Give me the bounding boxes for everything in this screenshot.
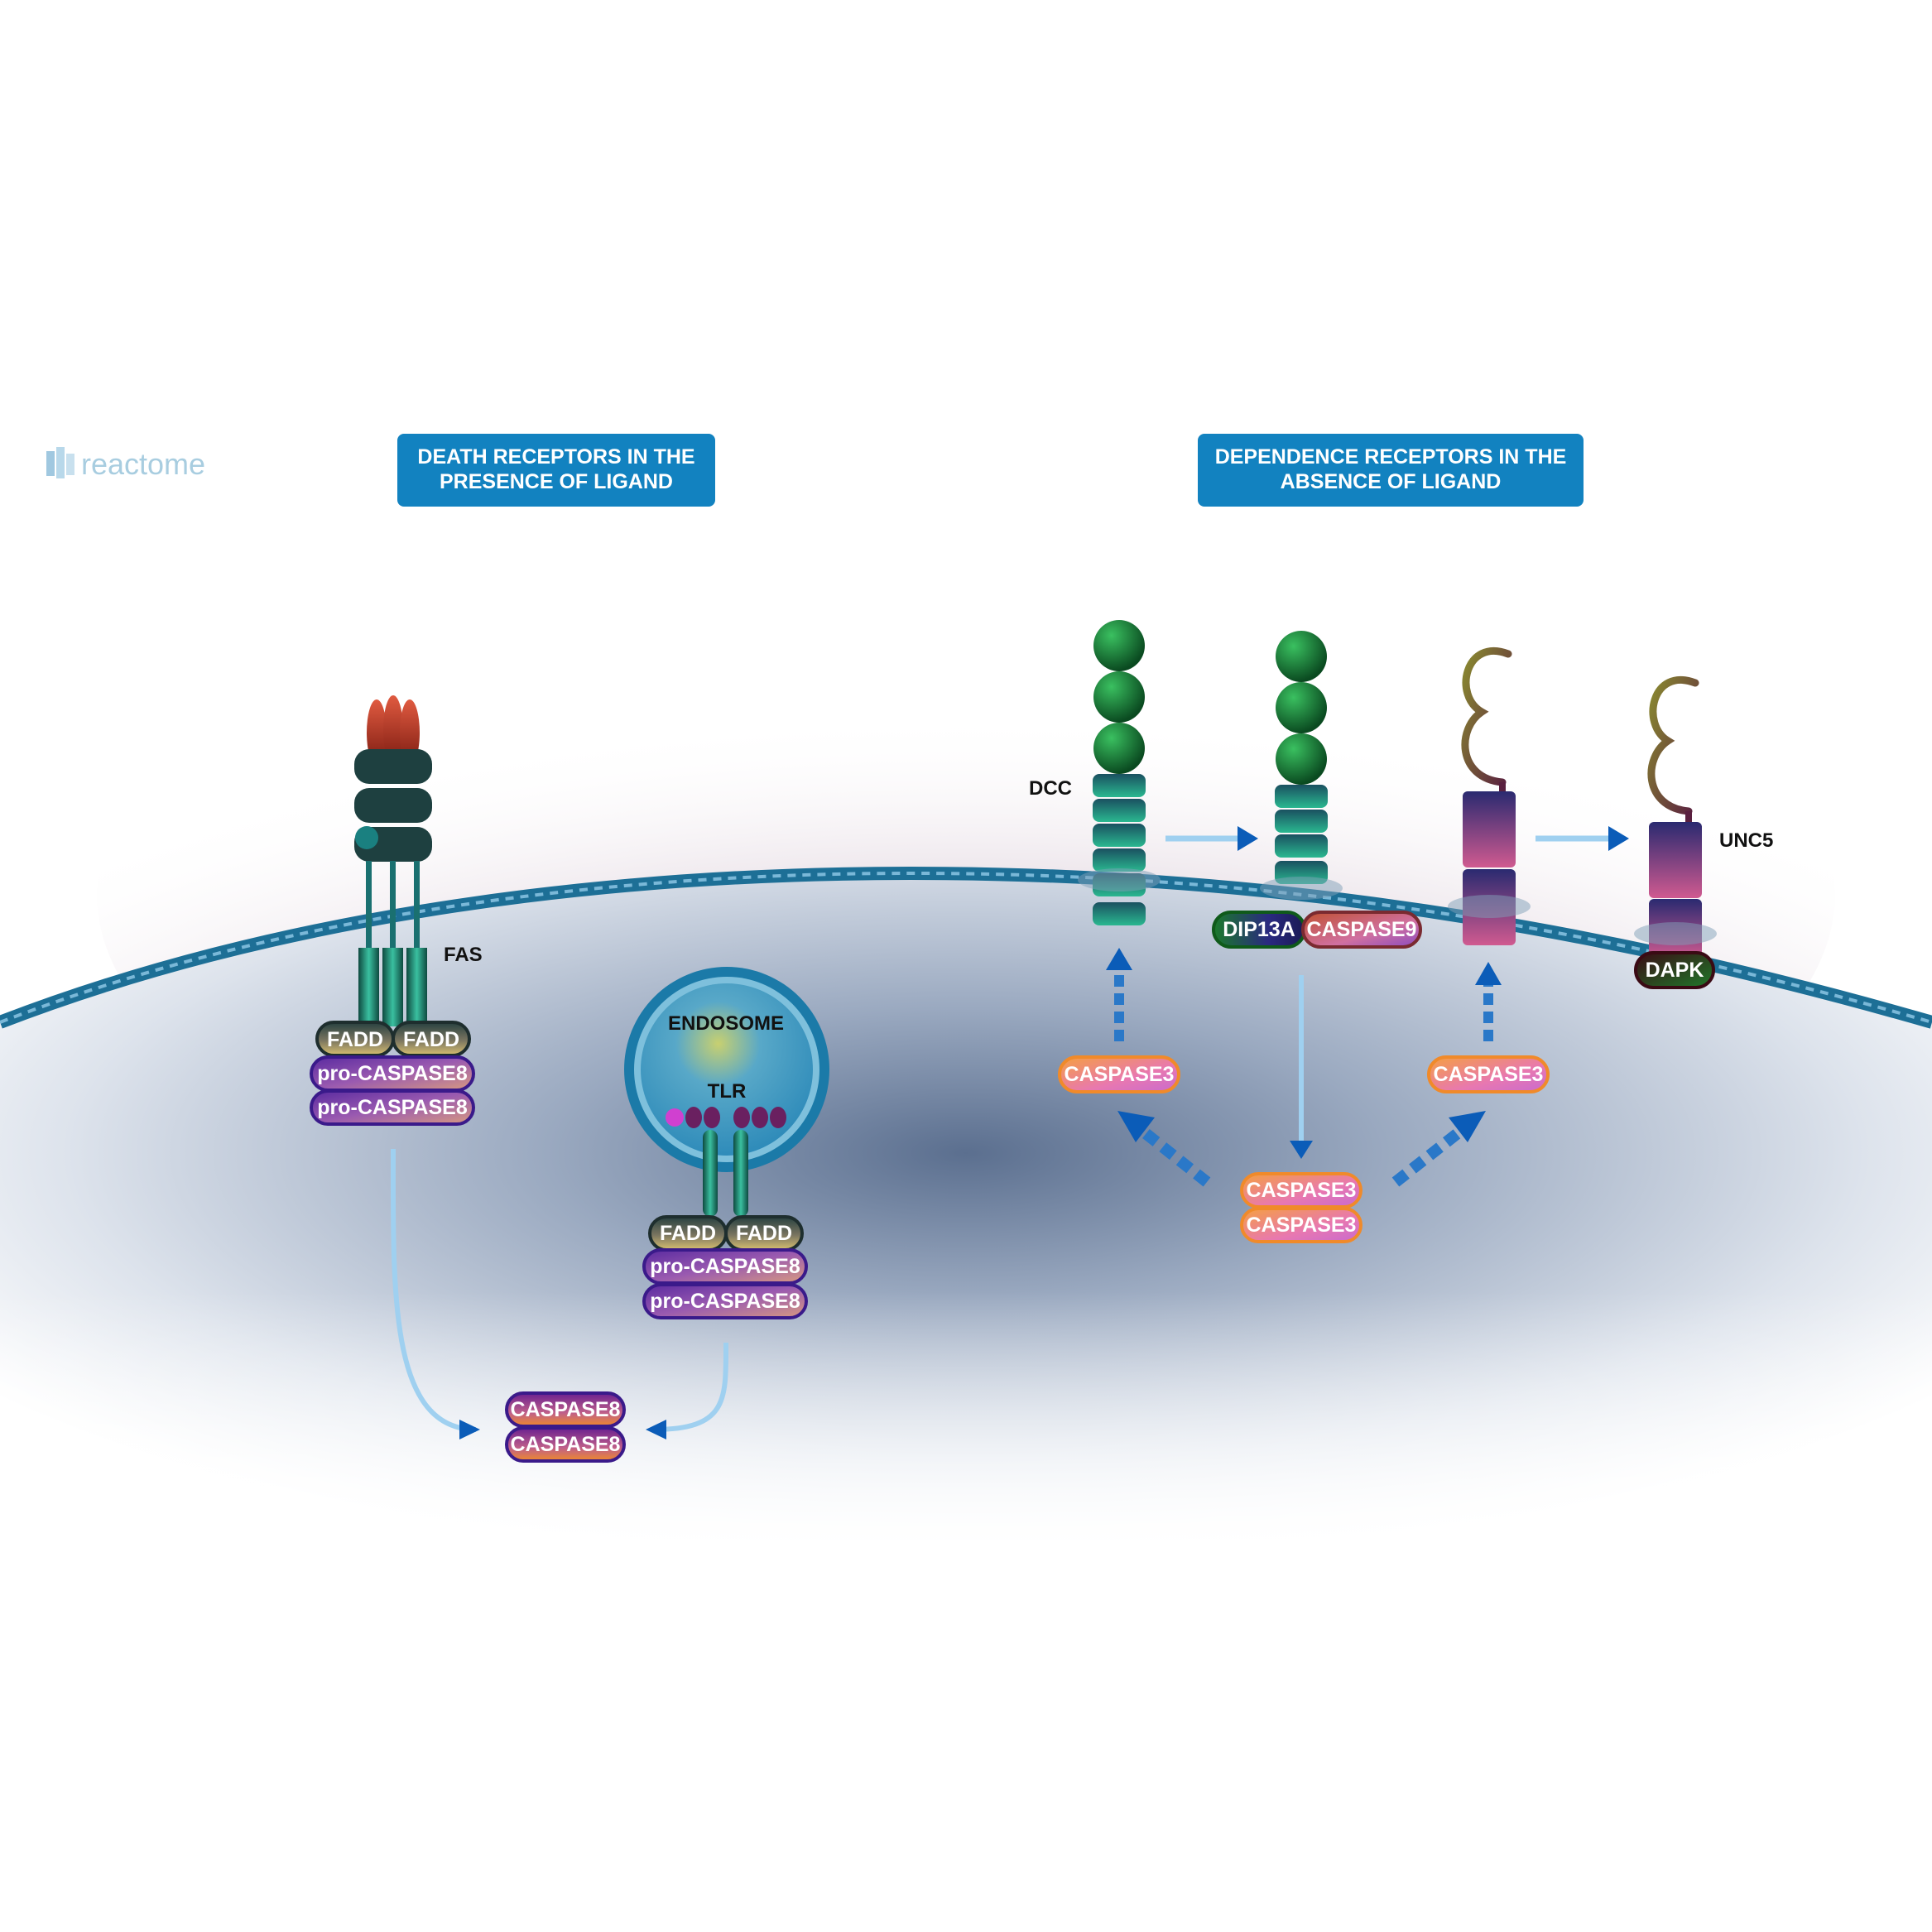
caspase8-label: CASPASE8 — [511, 1433, 621, 1456]
caspase3-label: CASPASE3 — [1247, 1179, 1357, 1202]
dcc-receptor-icon — [1078, 620, 1161, 925]
arrow-icon — [1117, 1111, 1155, 1142]
pro-caspase8-label: pro-CASPASE8 — [650, 1255, 800, 1278]
arrow-icon — [1475, 962, 1502, 985]
fadd-complex-tlr: FADD FADD pro-CASPASE8 pro-CASPASE8 — [642, 1215, 808, 1319]
dcc-label: DCC — [1029, 777, 1072, 800]
pro-caspase8-label: pro-CASPASE8 — [317, 1062, 468, 1085]
reactome-logo-icon: reactome — [46, 447, 205, 481]
pro-caspase8-label: pro-CASPASE8 — [317, 1096, 468, 1119]
arrow-tlr-to-caspase8 — [653, 1342, 729, 1432]
dcc-receptor-icon — [1260, 631, 1343, 900]
arrow-icon — [1290, 1141, 1313, 1159]
arrow-icon — [646, 1420, 666, 1439]
arrow-icon — [1449, 1111, 1486, 1142]
caspase8-dimer: CASPASE8 CASPASE8 — [505, 1391, 626, 1463]
fas-receptor-icon — [354, 749, 432, 1026]
caspase8-label: CASPASE8 — [511, 1398, 621, 1421]
arrow-caspase3-to-right — [1391, 1122, 1469, 1187]
fadd-label: FADD — [736, 1222, 792, 1245]
membrane-inner-line — [0, 871, 1932, 1024]
tlr-receptor-icon — [666, 1107, 786, 1217]
arrow-icon — [1238, 826, 1258, 851]
unc5-receptor-icon — [1634, 676, 1717, 959]
fadd-label: FADD — [403, 1028, 459, 1051]
fadd-label: FADD — [327, 1028, 383, 1051]
arrow-icon — [1106, 948, 1132, 970]
banner-dependence-line2: ABSENCE OF LIGAND — [1281, 470, 1502, 493]
dapk-protein: DAPK — [1634, 951, 1715, 989]
arrow-caspase3-to-left — [1134, 1122, 1211, 1187]
logo-text: reactome — [81, 447, 205, 481]
banner-death-receptors: DEATH RECEPTORS IN THE PRESENCE OF LIGAN… — [397, 434, 715, 507]
unc5-label: UNC5 — [1719, 829, 1773, 852]
caspase9-label: CASPASE9 — [1307, 918, 1417, 941]
caspase3-label: CASPASE3 — [1247, 1214, 1357, 1237]
dip13a-caspase9-complex: DIP13A CASPASE9 — [1212, 911, 1422, 949]
dip13a-label: DIP13A — [1223, 918, 1295, 941]
arrow-icon — [459, 1420, 480, 1439]
endosome-icon — [624, 967, 829, 1172]
unc5-receptor-icon — [1448, 647, 1531, 945]
fadd-label: FADD — [660, 1222, 716, 1245]
endosome-label: ENDOSOME — [668, 1012, 784, 1035]
fas-label: FAS — [444, 944, 483, 966]
pro-caspase8-label: pro-CASPASE8 — [650, 1290, 800, 1313]
arrow-fas-to-caspase8 — [390, 1148, 477, 1432]
banner-death-line1: DEATH RECEPTORS IN THE — [417, 445, 694, 469]
caspase3-right: CASPASE3 — [1427, 1055, 1550, 1093]
caspase3-label: CASPASE3 — [1065, 1063, 1175, 1086]
banner-death-line2: PRESENCE OF LIGAND — [440, 470, 673, 493]
arrow-icon — [1608, 826, 1629, 851]
banner-dependence-receptors: DEPENDENCE RECEPTORS IN THE ABSENCE OF L… — [1198, 434, 1584, 507]
bottom-fade — [0, 1291, 1932, 1556]
caspase3-dimer: CASPASE3 CASPASE3 — [1240, 1172, 1362, 1243]
caspase3-left: CASPASE3 — [1058, 1055, 1180, 1093]
caspase3-label: CASPASE3 — [1434, 1063, 1544, 1086]
dapk-label: DAPK — [1646, 959, 1704, 982]
fadd-complex-fas: FADD FADD pro-CASPASE8 pro-CASPASE8 — [310, 1021, 475, 1126]
tlr-label: TLR — [708, 1080, 747, 1103]
banner-dependence-line1: DEPENDENCE RECEPTORS IN THE — [1215, 445, 1567, 469]
